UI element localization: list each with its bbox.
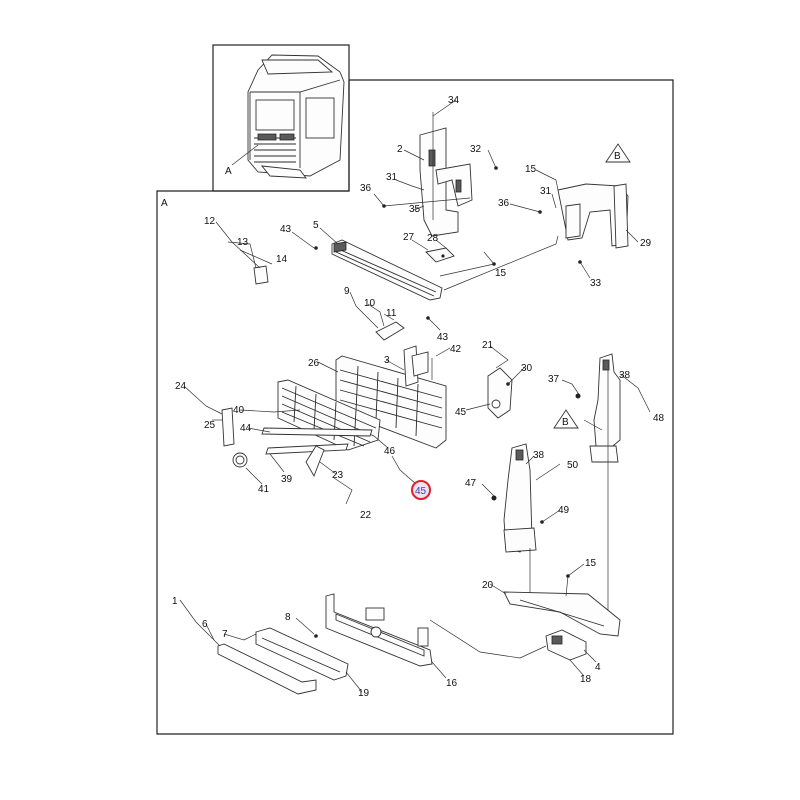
view-ref-b-top: B (605, 143, 631, 163)
part-lamp-cover (305, 445, 325, 478)
callout-label: 12 (204, 216, 216, 227)
callout-label: 33 (590, 278, 602, 289)
callout-label: 43 (280, 224, 292, 235)
callout-label: 14 (276, 254, 288, 265)
callout-label: 38 (533, 450, 545, 461)
callout-label: 15 (585, 558, 597, 569)
highlighted-callout-label: 45 (415, 486, 427, 497)
callout-label: 5 (313, 220, 319, 231)
callout-label: 29 (640, 238, 652, 249)
callout-label: 10 (364, 298, 376, 309)
callout-label: 38 (619, 370, 631, 381)
callout-label: 8 (285, 612, 291, 623)
callout-label: 42 (450, 344, 462, 355)
callout-label: 26 (308, 358, 320, 369)
callout-label: 32 (470, 144, 482, 155)
callout-label: 50 (567, 460, 579, 471)
callout-label: 20 (482, 580, 494, 591)
callout-label: 37 (548, 374, 560, 385)
part-upper-bracket (419, 112, 473, 237)
callout-label: 31 (540, 186, 552, 197)
callout-label: 31 (386, 172, 398, 183)
callout-label: 15 (495, 268, 507, 279)
callout-label: 1 (172, 596, 178, 607)
part-right-support (589, 353, 621, 620)
overview-frame-label: A (225, 166, 232, 177)
part-left-strip (221, 407, 235, 447)
highlighted-callout-45: 45 (411, 480, 431, 500)
callout-label: 4 (595, 662, 601, 673)
callout-label: 34 (448, 95, 460, 106)
callout-label: 6 (202, 619, 208, 630)
callout-label: 27 (403, 232, 415, 243)
callout-label: 23 (332, 470, 344, 481)
callout-label: 19 (358, 688, 370, 699)
callout-label: 40 (233, 405, 245, 416)
view-ref-b-mid-label: B (562, 417, 569, 428)
part-right-bracket (557, 183, 629, 249)
part-latch (403, 345, 433, 387)
callout-label: 13 (237, 237, 249, 248)
callout-label: 16 (446, 678, 458, 689)
part-center-support (503, 443, 537, 596)
callout-label: 24 (175, 381, 187, 392)
callout-label: 11 (386, 308, 397, 319)
main-frame-label: A (161, 198, 168, 209)
truck-cab-overview (247, 54, 345, 179)
callout-label: 47 (465, 478, 477, 489)
view-ref-b-top-label: B (614, 151, 621, 162)
highlight-ring (411, 480, 431, 500)
fastener-dots (314, 166, 582, 638)
callout-label: 15 (525, 164, 537, 175)
part-hinge (487, 367, 513, 419)
callout-numbers: 34 2 32 15 36 31 35 31 36 29 27 28 15 33… (172, 95, 665, 699)
part-bottom-bracket (545, 629, 587, 661)
callout-label: 28 (427, 233, 439, 244)
callout-label: 18 (580, 674, 592, 685)
callout-label: 36 (360, 183, 372, 194)
part-trim-strip (217, 643, 317, 695)
callout-label: 43 (437, 332, 449, 343)
callout-label: 25 (204, 420, 216, 431)
callout-label: 39 (281, 474, 293, 485)
view-ref-b-mid: B (553, 409, 579, 429)
part-lower-bumper-frame (325, 593, 433, 667)
part-lower-mesh-grille (261, 379, 381, 455)
callout-label: 46 (384, 446, 396, 457)
callout-label: 45 (455, 407, 467, 418)
callout-label: 22 (360, 510, 372, 521)
callout-label: 30 (521, 363, 533, 374)
part-bottom-base (503, 591, 621, 637)
callout-label: 3 (384, 355, 390, 366)
overview-leader (231, 144, 259, 166)
callout-label: 48 (653, 413, 665, 424)
part-lower-lip (255, 627, 349, 681)
part-emblem-badge (375, 321, 405, 341)
callout-label: 9 (344, 286, 350, 297)
part-upper-grille-bar (331, 239, 443, 301)
callout-label: 41 (258, 484, 270, 495)
callout-label: 2 (397, 144, 403, 155)
callout-label: 44 (240, 423, 252, 434)
callout-label: 49 (558, 505, 570, 516)
overview-view-frame (212, 44, 350, 192)
callout-label: 35 (409, 204, 421, 215)
part-small-clip (425, 247, 455, 263)
callout-label: 36 (498, 198, 510, 209)
callout-label: 21 (482, 340, 494, 351)
callout-label: 7 (222, 629, 228, 640)
part-emblem-left (253, 265, 269, 285)
